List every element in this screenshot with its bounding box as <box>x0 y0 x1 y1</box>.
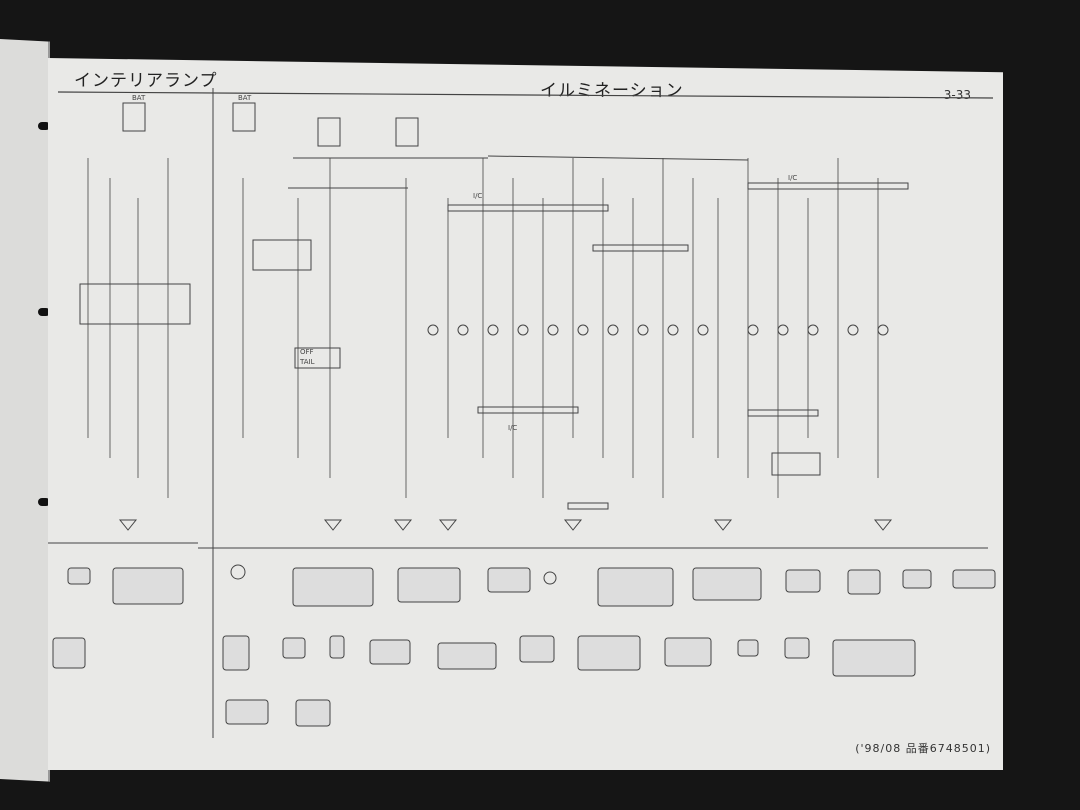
connector-icon <box>437 642 497 670</box>
ground-icon <box>323 519 343 531</box>
header-rule <box>57 91 994 99</box>
junction-connector <box>447 204 609 212</box>
light-switch-block <box>294 347 341 369</box>
illumination-bulb-icon <box>807 324 819 336</box>
bat-label: BAT <box>238 94 252 102</box>
fuse-icon <box>395 117 419 147</box>
connector-icon <box>847 569 881 595</box>
illumination-bulb-icon <box>577 324 589 336</box>
fuse-icon <box>317 117 341 147</box>
connector-icon <box>597 567 674 607</box>
ground-icon <box>873 519 893 531</box>
illumination-bulb-icon <box>637 324 649 336</box>
connector-icon <box>67 567 91 585</box>
connector-icon <box>292 567 374 607</box>
connector-icon <box>902 569 932 589</box>
connector-icon <box>397 567 461 603</box>
switch-off-label: OFF <box>300 348 314 356</box>
connector-icon <box>487 567 531 593</box>
illumination-bulb-icon <box>427 324 439 336</box>
switch-tail-label: TAIL <box>299 358 315 366</box>
junction-connector <box>567 502 609 510</box>
fuse-icon <box>232 102 256 132</box>
illumination-bulb-icon <box>777 324 789 336</box>
illumination-bulb-icon <box>517 324 529 336</box>
connector-icon <box>112 567 184 605</box>
illumination-bulb-icon <box>877 324 889 336</box>
bat-label: BAT <box>132 94 146 102</box>
illumination-bulb-icon <box>607 324 619 336</box>
ground-icon <box>438 519 458 531</box>
illumination-bulb-icon <box>747 324 759 336</box>
ground-icon <box>118 519 138 531</box>
ground-icon <box>563 519 583 531</box>
ic-label: I/C <box>788 174 797 182</box>
wire <box>487 155 749 161</box>
binder-ring <box>38 122 50 130</box>
connector-icon <box>832 639 916 677</box>
connector-icon <box>543 571 557 585</box>
ecu-block <box>252 239 312 271</box>
binder-ring <box>38 498 50 506</box>
connector-icon <box>52 637 86 669</box>
connector-icon <box>225 699 269 725</box>
wiring-schematic: BAT BAT I/C I/C I/C OFF TAIL <box>48 88 996 738</box>
junction-connector <box>747 409 819 417</box>
illumination-bulb-icon <box>697 324 709 336</box>
illumination-bulb-icon <box>457 324 469 336</box>
ground-terminal-icon <box>230 564 246 580</box>
previous-page-edge <box>0 38 50 782</box>
connector-icon <box>952 569 996 589</box>
illumination-bulb-icon <box>847 324 859 336</box>
illumination-bulb-icon <box>487 324 499 336</box>
ground-icon <box>393 519 413 531</box>
ic-label: I/C <box>473 192 482 200</box>
connector-icon <box>664 637 712 667</box>
fuse-icon <box>122 102 146 132</box>
section-title-interior-lamp: インテリアランプ <box>74 71 218 91</box>
connector-icon <box>519 635 555 663</box>
connector-icon <box>737 639 759 657</box>
connector-icon <box>784 637 810 659</box>
junction-connector <box>747 182 909 190</box>
illumination-bulb-icon <box>667 324 679 336</box>
connector-icon <box>577 635 641 671</box>
connector-icon <box>785 569 821 593</box>
connector-icon <box>692 567 762 601</box>
binder-ring <box>38 308 50 316</box>
junction-connector <box>477 406 579 414</box>
illumination-bulb-icon <box>547 324 559 336</box>
connector-icon <box>282 637 306 659</box>
wiring-diagram-page: インテリアランプ イルミネーション 3-33 BAT BAT I/C I/C I… <box>48 58 1003 770</box>
connector-icon <box>222 635 250 671</box>
page-footer: ('98/08 品番6748501) <box>855 742 991 755</box>
junction-connector <box>592 244 689 252</box>
relay-block <box>79 283 191 325</box>
connector-icon <box>295 699 331 727</box>
page-number: 3-33 <box>943 88 971 102</box>
relay-block <box>771 452 821 476</box>
ground-icon <box>713 519 733 531</box>
connector-icon <box>329 635 345 659</box>
connector-icon <box>369 639 411 665</box>
